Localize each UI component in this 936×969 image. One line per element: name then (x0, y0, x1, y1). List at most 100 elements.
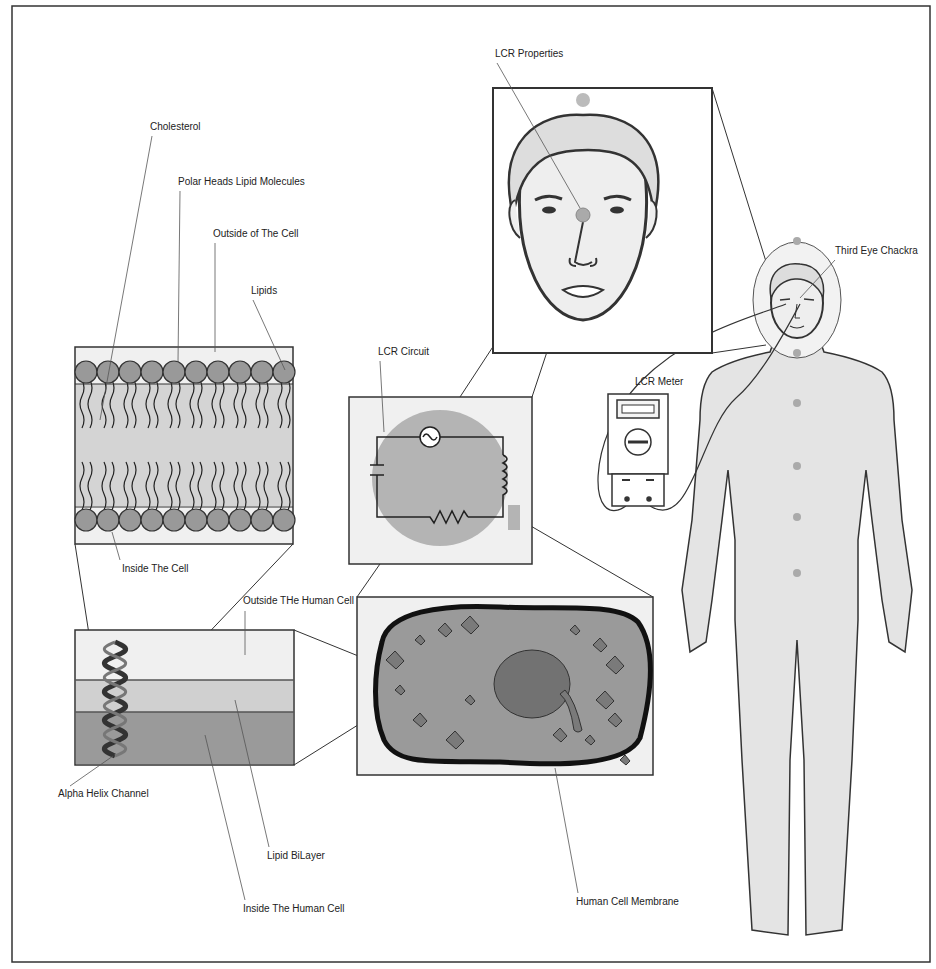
human-cell (376, 606, 651, 763)
polar-head (273, 509, 295, 531)
lipid-tail (168, 462, 172, 510)
lipid-tail (124, 462, 128, 510)
lcr-circuit (377, 475, 468, 523)
lcr-meter (647, 497, 651, 501)
lipid-tail (256, 462, 260, 510)
lipid-tail (124, 380, 128, 428)
lcr-circuit (468, 455, 507, 517)
helix-ribbon (104, 642, 125, 756)
lipid-tail (278, 462, 282, 510)
lipid-tail (80, 380, 290, 510)
polar-head (119, 361, 141, 383)
lipid-tail (154, 462, 158, 510)
helix-ribbon (104, 642, 125, 756)
lipid-tail (212, 462, 216, 510)
lipid-tail (88, 462, 92, 510)
organelle (553, 728, 567, 742)
lcr-circuit (370, 427, 507, 523)
lipid-tail (176, 380, 180, 428)
face-panel (563, 286, 603, 297)
human-cell (357, 597, 653, 775)
organelle (585, 735, 595, 745)
part-label: Alpha Helix Channel (58, 788, 149, 800)
organelle (560, 690, 582, 732)
lcr-circuit (349, 397, 532, 564)
page-frame (12, 6, 930, 962)
human-body (804, 299, 814, 300)
part-label: Inside The Cell (122, 563, 189, 575)
lipid-tail (146, 380, 150, 428)
lipid-tail (286, 462, 290, 510)
face-panel (535, 196, 562, 200)
lipid-tail (110, 380, 114, 428)
lcr-circuit (377, 437, 503, 465)
lipid-tail (190, 462, 194, 510)
organelle (461, 616, 479, 634)
lipid-tail (220, 462, 224, 510)
lcr-meter (617, 400, 659, 418)
lcr-meter (622, 479, 630, 481)
lcr-meter (625, 497, 629, 501)
polar-head (141, 361, 163, 383)
leader-line (100, 136, 152, 420)
part-label: Cholesterol (150, 121, 201, 133)
lipid-tail (234, 462, 238, 510)
polar-head (273, 361, 295, 383)
face-panel (493, 88, 712, 353)
lcr-circuit (349, 397, 532, 564)
polar-head (75, 361, 97, 383)
part-label: LCR Properties (495, 48, 563, 60)
polar-head (251, 361, 273, 383)
lcr-meter (608, 394, 668, 506)
human-body (790, 326, 804, 328)
lipid-tail (102, 462, 106, 510)
organelle (446, 731, 464, 749)
lipid-bilayer (76, 384, 292, 506)
lipid-tail (264, 380, 268, 428)
part-label: Human Cell Membrane (576, 896, 679, 908)
organelle (438, 623, 452, 637)
polar-head (75, 361, 295, 531)
organelle (395, 685, 405, 695)
organelle (606, 656, 624, 674)
lcr-meter (625, 429, 651, 455)
zoom-line (75, 88, 768, 765)
polar-head (163, 509, 185, 531)
leader-line (380, 361, 384, 432)
human-body (780, 299, 790, 300)
polar-head (185, 509, 207, 531)
part-label: Polar Heads Lipid Molecules (178, 176, 305, 188)
lipid-tail (168, 380, 172, 428)
lcr-meter (646, 479, 654, 481)
organelle (415, 635, 425, 645)
lipid-tail (190, 380, 194, 428)
lipid-tail (264, 462, 268, 510)
face-panel (646, 200, 657, 238)
leader-line (235, 700, 269, 847)
lcr-circuit (372, 410, 508, 546)
leader-line (215, 243, 216, 352)
lipid-bilayer (75, 384, 293, 385)
lcr-meter (622, 405, 654, 413)
helix-ribbon (104, 642, 125, 756)
polar-head (207, 361, 229, 383)
chakra-dot (793, 237, 801, 245)
lipid-tail (198, 462, 202, 510)
lipid-bilayer (75, 507, 293, 508)
lcr-meter (608, 394, 668, 474)
lcr-meter (628, 441, 648, 444)
alpha-helix-channel (75, 630, 294, 765)
lipid-tail (80, 462, 84, 510)
lipid-tail (198, 380, 202, 428)
lcr-circuit (508, 505, 520, 530)
chakra-dot (793, 349, 801, 357)
organelle (596, 691, 614, 709)
lcr-circuit (423, 434, 437, 440)
polar-head (141, 509, 163, 531)
leader-line (178, 191, 180, 362)
face-panel (570, 222, 597, 266)
polar-head (229, 361, 251, 383)
lipid-tail (234, 380, 238, 428)
part-label: Third Eye Chackra (835, 245, 918, 257)
lipid-tail (88, 380, 92, 428)
